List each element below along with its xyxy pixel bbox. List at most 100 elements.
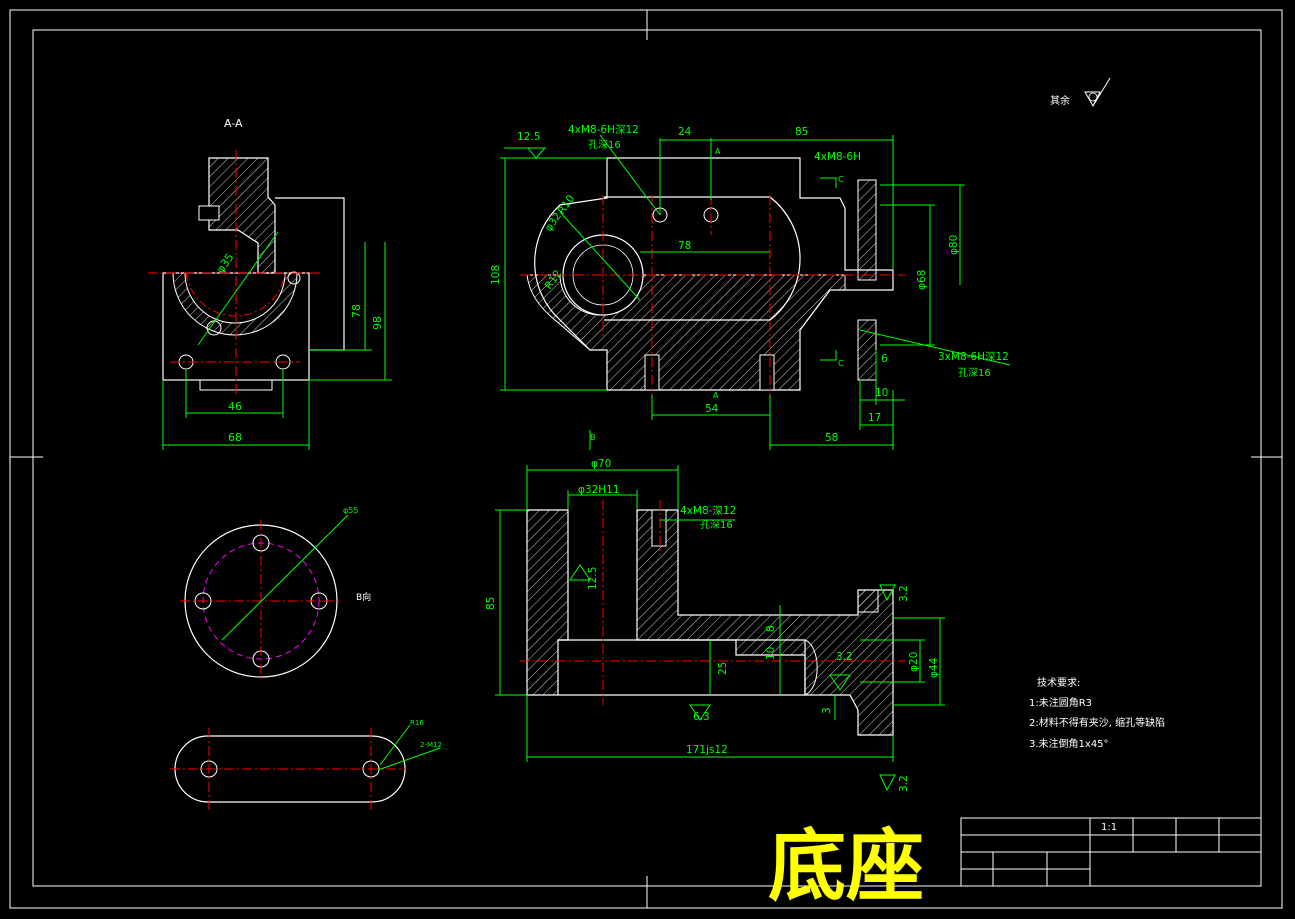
- front-dim-6: 6: [881, 353, 888, 365]
- tech-req-item-1: 1:未注圆角R3: [1029, 696, 1092, 709]
- view-c-leader-r16: [379, 724, 411, 766]
- section-b-inner-bore: [558, 639, 806, 696]
- front-dim-58: 58: [825, 432, 838, 444]
- section-b-thread: 4xM8-深12: [680, 505, 736, 517]
- section-b-left-wall: [526, 509, 569, 696]
- front-dim-54: 54: [705, 403, 719, 415]
- front-dim-r10: R10: [556, 193, 578, 217]
- section-b-dim-125: 12.5: [587, 567, 599, 590]
- section-b-dim-85: 85: [485, 597, 497, 610]
- section-b-dim-25: 25: [717, 662, 729, 675]
- front-roughness-icon: [504, 147, 547, 159]
- front-section-c-top: C: [838, 175, 844, 184]
- tech-req-item-2: 2:材料不得有夹沙, 缩孔等缺陷: [1029, 716, 1165, 729]
- section-b-bore-end: [804, 639, 818, 696]
- view-b-dim-d55-line: [221, 514, 349, 641]
- front-dim-85: 85: [795, 126, 808, 138]
- front-dim-24: 24: [678, 126, 692, 138]
- section-b-dim-d70: φ70: [591, 458, 611, 470]
- tech-req-heading: 技术要求:: [1037, 676, 1080, 689]
- part-name-title: 底座: [768, 822, 924, 912]
- section-b-thread-hole: [651, 509, 667, 547]
- tech-req-item-3: 3.未注倒角1x45°: [1029, 737, 1109, 750]
- front-view: 12.5 4xM8-6H深12 孔深16 24 85 4xM8-6H 108 R…: [490, 124, 1011, 450]
- front-section-c-bottom: C: [838, 359, 844, 368]
- roughness-circle-icon: [1088, 92, 1098, 102]
- front-section-c-top-arrow: [820, 177, 837, 188]
- section-b-roughness-63: 6.3: [693, 711, 710, 723]
- aa-dim-d35: φ35: [214, 251, 237, 276]
- section-b-dim-3: 3: [821, 707, 833, 714]
- view-c-dim-r16: R16: [410, 719, 424, 727]
- aa-hole-4: [287, 271, 301, 285]
- view-c: R16 2-M12: [170, 719, 442, 810]
- front-dim-10: 10: [875, 387, 888, 399]
- section-b-view: B φ70 φ32H11 4xM8-深12 孔深16 85 12.5 25 10…: [485, 430, 945, 792]
- front-dim-d32-line: [559, 211, 641, 301]
- title-block: [960, 817, 1262, 887]
- front-section-c-bottom-arrow: [820, 350, 837, 361]
- section-b-side-boss: [857, 589, 879, 613]
- section-b-dim-171: 171js12: [686, 744, 728, 756]
- aa-dim-46: 46: [228, 400, 242, 413]
- section-b-roughness-32c-icon: [879, 774, 896, 792]
- section-b-roughness-32b-icon: [829, 674, 851, 691]
- front-thread-top: 4xM8-6H深12: [568, 124, 639, 136]
- front-bottom-hole-2: [759, 354, 775, 391]
- section-b-dim-d20: φ20: [908, 652, 920, 672]
- section-b-right-wall: [636, 509, 894, 736]
- section-b-dim-10: 10: [765, 647, 777, 660]
- front-thread-bottom-depth: 孔深16: [958, 367, 991, 379]
- front-right-flange: [857, 179, 877, 281]
- front-leader-thread-bottom: [859, 329, 1011, 366]
- front-dim-d68: φ68: [916, 270, 928, 290]
- front-thread-right: 4xM8-6H: [814, 151, 861, 163]
- front-dim-78: 78: [678, 240, 691, 252]
- front-leader-thread-top: [599, 134, 661, 216]
- front-dim-17: 17: [868, 412, 881, 424]
- surface-finish-note: 其余: [1050, 77, 1111, 108]
- section-b-roughness-32a-icon: [879, 584, 896, 602]
- section-b-roughness-32a: 3.2: [898, 585, 910, 602]
- section-b-dim-d32h11: φ32H11: [578, 484, 620, 496]
- roughness-symbol-icon: [1084, 77, 1111, 108]
- other-surfaces-label: 其余: [1050, 94, 1070, 107]
- technical-requirements: 技术要求: 1:未注圆角R3 2:材料不得有夹沙, 缩孔等缺陷 3.未注倒角1x…: [1029, 676, 1165, 750]
- front-dim-d80: φ80: [948, 235, 960, 255]
- front-roughness: 12.5: [517, 131, 540, 143]
- sheet-frame: [9, 9, 1283, 909]
- view-c-leader-thread: [377, 747, 441, 771]
- title-block-scale: 1:1: [1101, 822, 1117, 833]
- section-b-dim-8: 8: [765, 625, 777, 632]
- aa-dim-78: 78: [350, 304, 363, 318]
- section-b-roughness-32b: 3.2: [836, 651, 853, 663]
- front-section-a-bottom: A: [713, 391, 719, 400]
- section-aa-view: A-A: [148, 117, 392, 450]
- section-b-roughness-63-icon: [689, 704, 711, 721]
- aa-thread-hole: [198, 205, 220, 221]
- section-aa-label: A-A: [224, 117, 243, 130]
- section-b-roughness-32c: 3.2: [898, 775, 910, 792]
- aa-bore-section: [172, 272, 298, 336]
- section-b-dim-d44: φ44: [928, 657, 940, 678]
- aa-dim-d35-line: [197, 231, 279, 346]
- aa-dim-68: 68: [228, 431, 242, 444]
- aa-dim-98: 98: [371, 316, 384, 330]
- view-b-label: B向: [356, 591, 371, 603]
- view-b: φ55 B向: [180, 506, 371, 682]
- section-b-roughness-125-icon: [569, 564, 591, 581]
- front-dim-108: 108: [490, 265, 502, 285]
- front-section-a-top: A: [715, 147, 721, 156]
- front-thread-top-depth: 孔深16: [588, 139, 621, 151]
- view-c-thread: 2-M12: [420, 741, 442, 749]
- aa-hole-1: [206, 320, 222, 336]
- view-b-dim-d55: φ55: [343, 506, 358, 515]
- view-c-slot-plate: [174, 735, 406, 803]
- aa-hole-3: [275, 354, 291, 370]
- section-b-marker: B: [590, 433, 596, 442]
- outer-border: [9, 9, 1283, 909]
- front-thread-bottom: 3xM8-6H深12: [938, 351, 1009, 363]
- front-right-flange-lower: [857, 319, 877, 381]
- section-b-thread-depth: 孔深16: [700, 519, 733, 531]
